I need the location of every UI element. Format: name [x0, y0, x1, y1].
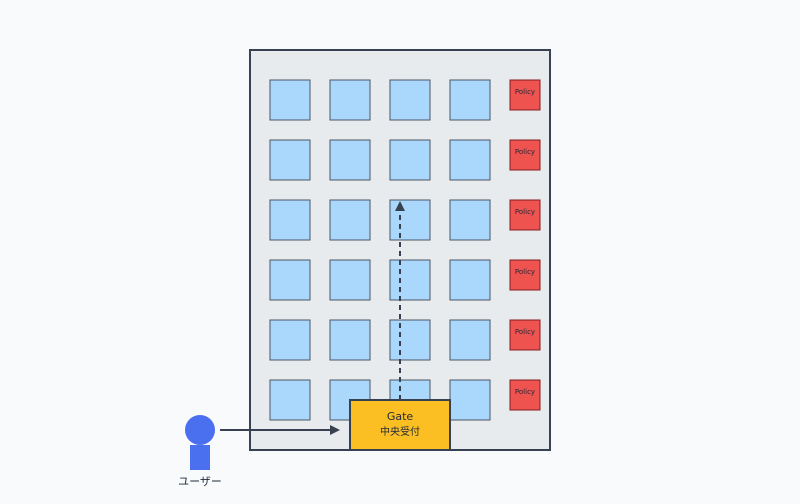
policy-box: [509, 79, 541, 111]
gate-subtitle: 中央受付: [380, 425, 420, 438]
room-r2-c3: [389, 139, 431, 181]
policy-label: Policy: [515, 388, 535, 396]
policy-block-3: Policy: [509, 199, 541, 231]
room-r3-c3: [389, 199, 431, 241]
room-r5-c1: [269, 319, 311, 361]
room-r4-c1: [269, 259, 311, 301]
policy-label: Policy: [515, 148, 535, 156]
room-r2-c2: [329, 139, 371, 181]
policy-label: Policy: [515, 208, 535, 216]
room-r3-c2: [329, 199, 371, 241]
room-r5-c4: [449, 319, 491, 361]
gate-title: Gate: [387, 410, 414, 423]
policy-block-1: Policy: [509, 79, 541, 111]
room-r1-c3: [389, 79, 431, 121]
policy-box: [509, 379, 541, 411]
room-r1-c2: [329, 79, 371, 121]
room-r5-c3: [389, 319, 431, 361]
room-r4-c2: [329, 259, 371, 301]
policy-label: Policy: [515, 268, 535, 276]
room-r4-c4: [449, 259, 491, 301]
room-r4-c3: [389, 259, 431, 301]
policy-box: [509, 139, 541, 171]
policy-box: [509, 259, 541, 291]
room-r5-c2: [329, 319, 371, 361]
policy-box: [509, 319, 541, 351]
policy-label: Policy: [515, 328, 535, 336]
rooms-grid: [269, 79, 491, 421]
policy-block-6: Policy: [509, 379, 541, 411]
policy-label: Policy: [515, 88, 535, 96]
room-r1-c1: [269, 79, 311, 121]
policy-block-4: Policy: [509, 259, 541, 291]
gate[interactable]: Gate 中央受付: [349, 399, 451, 451]
user-label: ユーザー: [178, 475, 222, 488]
user-body-icon: [190, 445, 210, 470]
room-r6-c1: [269, 379, 311, 421]
room-r6-c4: [449, 379, 491, 421]
room-r2-c4: [449, 139, 491, 181]
room-r2-c1: [269, 139, 311, 181]
gate-box[interactable]: [349, 399, 451, 451]
user[interactable]: ユーザー: [178, 415, 222, 488]
room-r3-c4: [449, 199, 491, 241]
policy-block-5: Policy: [509, 319, 541, 351]
policy-block-2: Policy: [509, 139, 541, 171]
policy-box: [509, 199, 541, 231]
room-r1-c4: [449, 79, 491, 121]
room-r3-c1: [269, 199, 311, 241]
user-head-icon: [185, 415, 215, 445]
